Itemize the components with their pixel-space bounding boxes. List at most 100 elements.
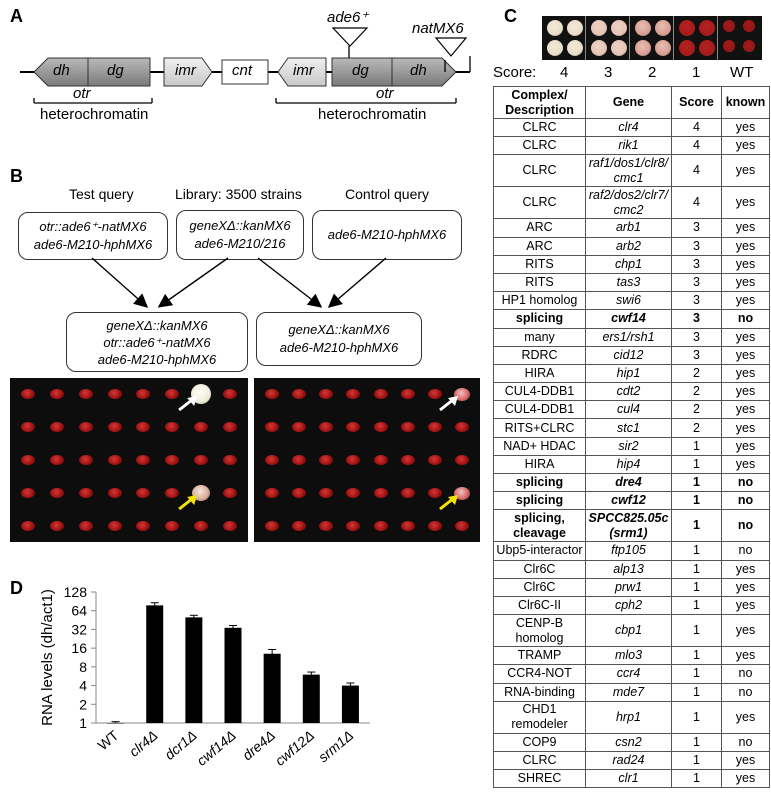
cell-complex: ARC (493, 218, 586, 238)
cell-gene: cul4 (585, 400, 672, 420)
cell-known: no (721, 664, 770, 684)
yeast-colony (265, 521, 279, 531)
yeast-colony (194, 422, 209, 432)
test-result-genotype-2: otr::ade6⁺-natMX6 (103, 334, 211, 350)
cell-gene: stc1 (585, 418, 672, 438)
score-colony (635, 40, 651, 56)
score-label: Score: (493, 64, 537, 81)
cell-complex: CLRC (493, 154, 586, 188)
y-tick-label: 64 (71, 603, 87, 619)
yeast-colony (107, 389, 122, 399)
yeast-colony (373, 422, 388, 432)
test-result-genotype-1: geneXΔ::kanMX6 (106, 317, 208, 333)
cell-score: 1 (671, 541, 722, 561)
cell-score: 3 (671, 218, 722, 238)
panel-d-letter: D (10, 578, 23, 598)
cell-known: yes (721, 236, 770, 256)
score-colony (655, 20, 671, 36)
cell-known: yes (721, 595, 770, 616)
yeast-colony (292, 455, 307, 465)
cell-known: yes (721, 186, 770, 220)
header-complex: Complex/ Description (493, 86, 586, 119)
score-colony (591, 40, 607, 56)
cell-score: 3 (671, 309, 722, 329)
cell-complex: splicing (493, 309, 586, 329)
score-colony (655, 40, 671, 56)
cell-complex: TRAMP (493, 646, 586, 666)
score-value-4: 4 (560, 64, 569, 81)
yeast-colony (400, 455, 415, 465)
yeast-colony (400, 488, 415, 498)
score-value-wt: WT (730, 64, 754, 81)
yeast-colony (49, 389, 64, 399)
yeast-colony (165, 389, 180, 399)
panel-c-letter: C (504, 6, 517, 26)
cell-gene: arb1 (585, 218, 672, 238)
cell-score: 4 (671, 186, 722, 220)
natmx6-insert-marker (434, 37, 468, 57)
cell-gene: swi6 (585, 291, 672, 311)
yeast-colony (49, 422, 64, 432)
cell-gene: arb2 (585, 236, 672, 256)
yeast-colony (107, 488, 122, 498)
bar (263, 653, 281, 723)
cell-known: yes (721, 154, 770, 188)
yeast-colony (49, 521, 64, 531)
cell-complex: Clr6C-II (493, 595, 586, 616)
yeast-colony (21, 488, 35, 498)
score-colony (611, 40, 627, 56)
control-query-box: ade6-M210-hphMX6 (312, 210, 462, 260)
cross-arrows (91, 257, 387, 308)
panel-b-letter: B (10, 166, 23, 186)
y-tick-label: 1 (79, 715, 87, 731)
cell-known: yes (721, 327, 770, 347)
header-score: Score (671, 86, 722, 119)
cell-score: 1 (671, 646, 722, 666)
score-colony (699, 40, 715, 56)
cell-score: 2 (671, 418, 722, 438)
yeast-colony (292, 422, 307, 432)
cell-score: 1 (671, 595, 722, 616)
bar (341, 685, 359, 723)
heterochromatin-label-left: heterochromatin (40, 106, 149, 123)
yeast-colony (265, 455, 279, 465)
cell-gene: raf1/dos1/clr8/ cmc1 (585, 154, 672, 188)
yeast-colony (107, 521, 122, 531)
library-box: geneXΔ::kanMX6 ade6-M210/216 (176, 210, 304, 260)
cell-complex: CENP-B homolog (493, 614, 586, 648)
cell-gene: hip4 (585, 454, 672, 475)
yeast-colony (373, 488, 388, 498)
yeast-colony (194, 521, 209, 531)
test-result-genotype-3: ade6-M210-hphMX6 (97, 351, 217, 367)
yeast-colony (346, 521, 361, 531)
yeast-colony (136, 422, 151, 432)
yeast-colony (400, 389, 415, 399)
cell-known: yes (721, 769, 770, 789)
cell-known: yes (721, 272, 770, 293)
header-gene: Gene (585, 86, 672, 119)
score-colony (699, 20, 715, 36)
cell-complex: CLRC (493, 750, 586, 771)
segment-dg-right: dg (352, 62, 369, 79)
cell-known: yes (721, 117, 770, 138)
yeast-colony (427, 521, 442, 531)
cell-score: 2 (671, 382, 722, 402)
yeast-colony (292, 389, 307, 399)
cell-score: 3 (671, 327, 722, 347)
cell-known: yes (721, 382, 770, 402)
yeast-colony (319, 488, 334, 498)
yeast-colony (346, 455, 361, 465)
cell-gene: prw1 (585, 577, 672, 597)
y-tick-label: 16 (71, 640, 87, 656)
right-otr-arrow (331, 57, 457, 87)
